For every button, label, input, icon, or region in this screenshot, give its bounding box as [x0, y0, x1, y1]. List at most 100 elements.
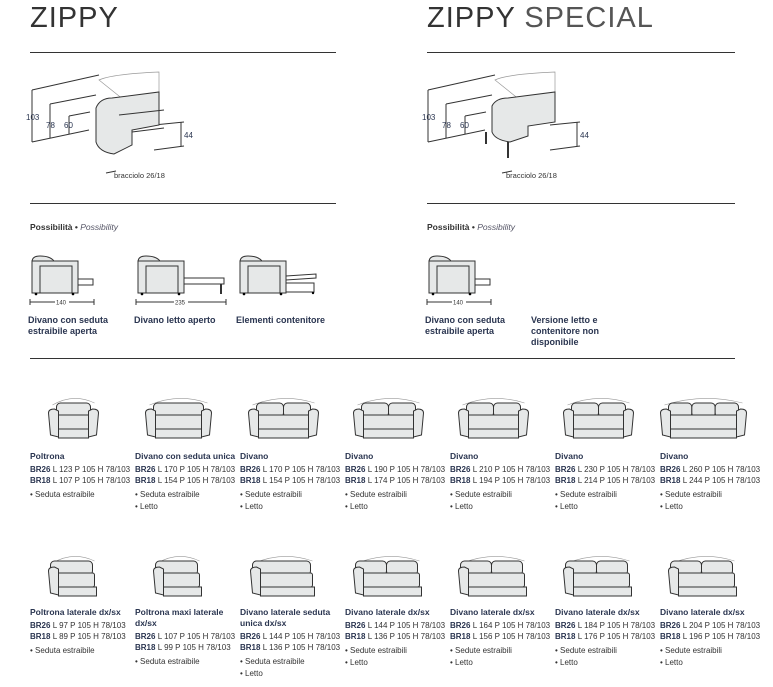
armrest-label: bracciolo 26/18 — [506, 171, 557, 180]
product-name: Divano laterale dx/sx — [660, 607, 745, 617]
spec-value: L 136 P 105 H 78/103 — [262, 642, 341, 652]
feature-item: • Sedute estraibili — [555, 645, 660, 657]
spec-value: L 144 P 105 H 78/103 — [367, 621, 446, 630]
feature-item: • Letto — [660, 657, 765, 669]
divider — [30, 358, 735, 359]
possibility-en: Possibility — [80, 222, 119, 232]
spec-value: L 184 P 105 H 78/103 — [577, 621, 656, 630]
height-78-label: 78 — [46, 121, 55, 130]
feature-item: • Letto — [555, 657, 660, 669]
feature-text: Sedute estraibili — [245, 490, 302, 499]
sofa-illustration — [551, 385, 646, 445]
spec-code: BR18 — [450, 475, 471, 485]
spec-code: BR18 — [30, 631, 51, 641]
bullet: • — [555, 502, 561, 511]
feature-item: • Seduta estraibile — [30, 645, 135, 657]
spec-code: BR26 — [30, 621, 51, 630]
spec-code: BR26 — [555, 621, 576, 630]
product-name: Divano laterale dx/sx — [345, 607, 430, 617]
divider — [30, 203, 336, 204]
measure-label: 140 — [453, 301, 464, 307]
product-card: Divano BR26 L 230 P 105 H 78/103 BR18 L … — [555, 451, 660, 513]
feature-item: • Sedute estraibili — [345, 645, 450, 657]
spec-value: L 174 P 105 H 78/103 — [367, 475, 446, 485]
spec-br26: BR26 L 210 P 105 H 78/103 — [450, 465, 555, 476]
feature-text: Letto — [665, 658, 683, 667]
spec-br18: BR18 L 176 P 105 H 78/103 — [555, 632, 660, 643]
feature-text: Letto — [245, 669, 263, 678]
bullet: • — [135, 657, 141, 666]
product-card: Divano laterale dx/sx BR26 L 144 P 105 H… — [345, 607, 450, 669]
feature-text: Seduta estraibile — [140, 657, 200, 666]
spec-code: BR18 — [660, 631, 681, 641]
product-card: Poltrona BR26 L 123 P 105 H 78/103 BR18 … — [30, 451, 135, 501]
spec-code: BR18 — [240, 475, 261, 485]
spec-code: BR18 — [450, 631, 471, 641]
product-name: Divano — [345, 451, 374, 461]
option-label: Divano con seduta estraibile aperta — [425, 315, 506, 336]
spec-br26: BR26 L 170 P 105 H 78/103 — [240, 465, 345, 476]
option-diagram: 140 — [28, 252, 128, 310]
sofa-illustration — [446, 543, 541, 603]
bullet: • — [135, 490, 141, 499]
spec-code: BR18 — [555, 631, 576, 641]
spec-value: L 210 P 105 H 78/103 — [472, 465, 551, 474]
feature-text: Letto — [560, 502, 578, 511]
spec-value: L 230 P 105 H 78/103 — [577, 465, 656, 474]
feature-item: • Letto — [450, 501, 555, 513]
spec-value: L 214 P 105 H 78/103 — [577, 475, 656, 485]
product-card: Divano laterale dx/sx BR26 L 164 P 105 H… — [450, 607, 555, 669]
feature-text: Letto — [665, 502, 683, 511]
spec-code: BR26 — [660, 621, 681, 630]
feature-text: Seduta estraibile — [35, 490, 95, 499]
possibility-it: Possibilità — [427, 222, 470, 232]
spec-code: BR18 — [135, 475, 156, 485]
product-name: Divano con seduta unica — [135, 451, 236, 461]
spec-value: L 244 P 105 H 78/103 — [682, 475, 761, 485]
spec-value: L 190 P 105 H 78/103 — [367, 465, 446, 474]
feature-text: Letto — [245, 502, 263, 511]
sofa-illustration — [656, 543, 751, 603]
spec-code: BR26 — [240, 465, 261, 474]
spec-br18: BR18 L 244 P 105 H 78/103 — [660, 476, 765, 487]
feature-item: • Sedute estraibili — [345, 489, 450, 501]
spec-code: BR18 — [660, 475, 681, 485]
sofa-illustration — [656, 385, 751, 445]
dimension-diagram-zippy-special: 103 78 60 44 bracciolo 26/18 — [420, 70, 600, 185]
feature-item: • Letto — [135, 501, 240, 513]
feature-text: Sedute estraibili — [455, 490, 512, 499]
product-name: Divano — [555, 451, 584, 461]
feature-text: Sedute estraibili — [350, 646, 407, 655]
feature-text: Sedute estraibili — [455, 646, 512, 655]
height-78-label: 78 — [442, 121, 451, 130]
spec-code: BR18 — [30, 475, 51, 485]
feature-item: • Letto — [345, 501, 450, 513]
spec-br18: BR18 L 99 P 105 H 78/103 — [135, 643, 240, 654]
sofa-illustration — [131, 385, 226, 445]
spec-br26: BR26 L 144 P 105 H 78/103 — [240, 632, 345, 643]
spec-value: L 123 P 105 H 78/103 — [52, 465, 131, 474]
bullet: • — [450, 490, 456, 499]
spec-code: BR18 — [345, 631, 366, 641]
product-name: Divano laterale dx/sx — [555, 607, 640, 617]
feature-text: Sedute estraibili — [560, 646, 617, 655]
bullet: • — [660, 490, 666, 499]
spec-br18: BR18 L 154 P 105 H 78/103 — [240, 476, 345, 487]
spec-br18: BR18 L 214 P 105 H 78/103 — [555, 476, 660, 487]
product-name: Divano laterale seduta unica dx/sx — [240, 607, 331, 628]
feature-item: • Sedute estraibili — [450, 489, 555, 501]
feature-text: Letto — [350, 658, 368, 667]
spec-code: BR26 — [450, 465, 471, 474]
feature-text: Sedute estraibili — [665, 646, 722, 655]
height-60-label: 60 — [64, 121, 73, 130]
bullet: • — [450, 658, 456, 667]
product-card: Divano laterale seduta unica dx/sx BR26 … — [240, 607, 345, 680]
feature-item: • Seduta estraibile — [135, 489, 240, 501]
seat-44-label: 44 — [184, 131, 193, 140]
spec-br26: BR26 L 204 P 105 H 78/103 — [660, 621, 765, 632]
spec-br18: BR18 L 154 P 105 H 78/103 — [135, 476, 240, 487]
spec-value: L 154 P 105 H 78/103 — [157, 475, 236, 485]
spec-value: L 170 P 105 H 78/103 — [157, 465, 236, 474]
